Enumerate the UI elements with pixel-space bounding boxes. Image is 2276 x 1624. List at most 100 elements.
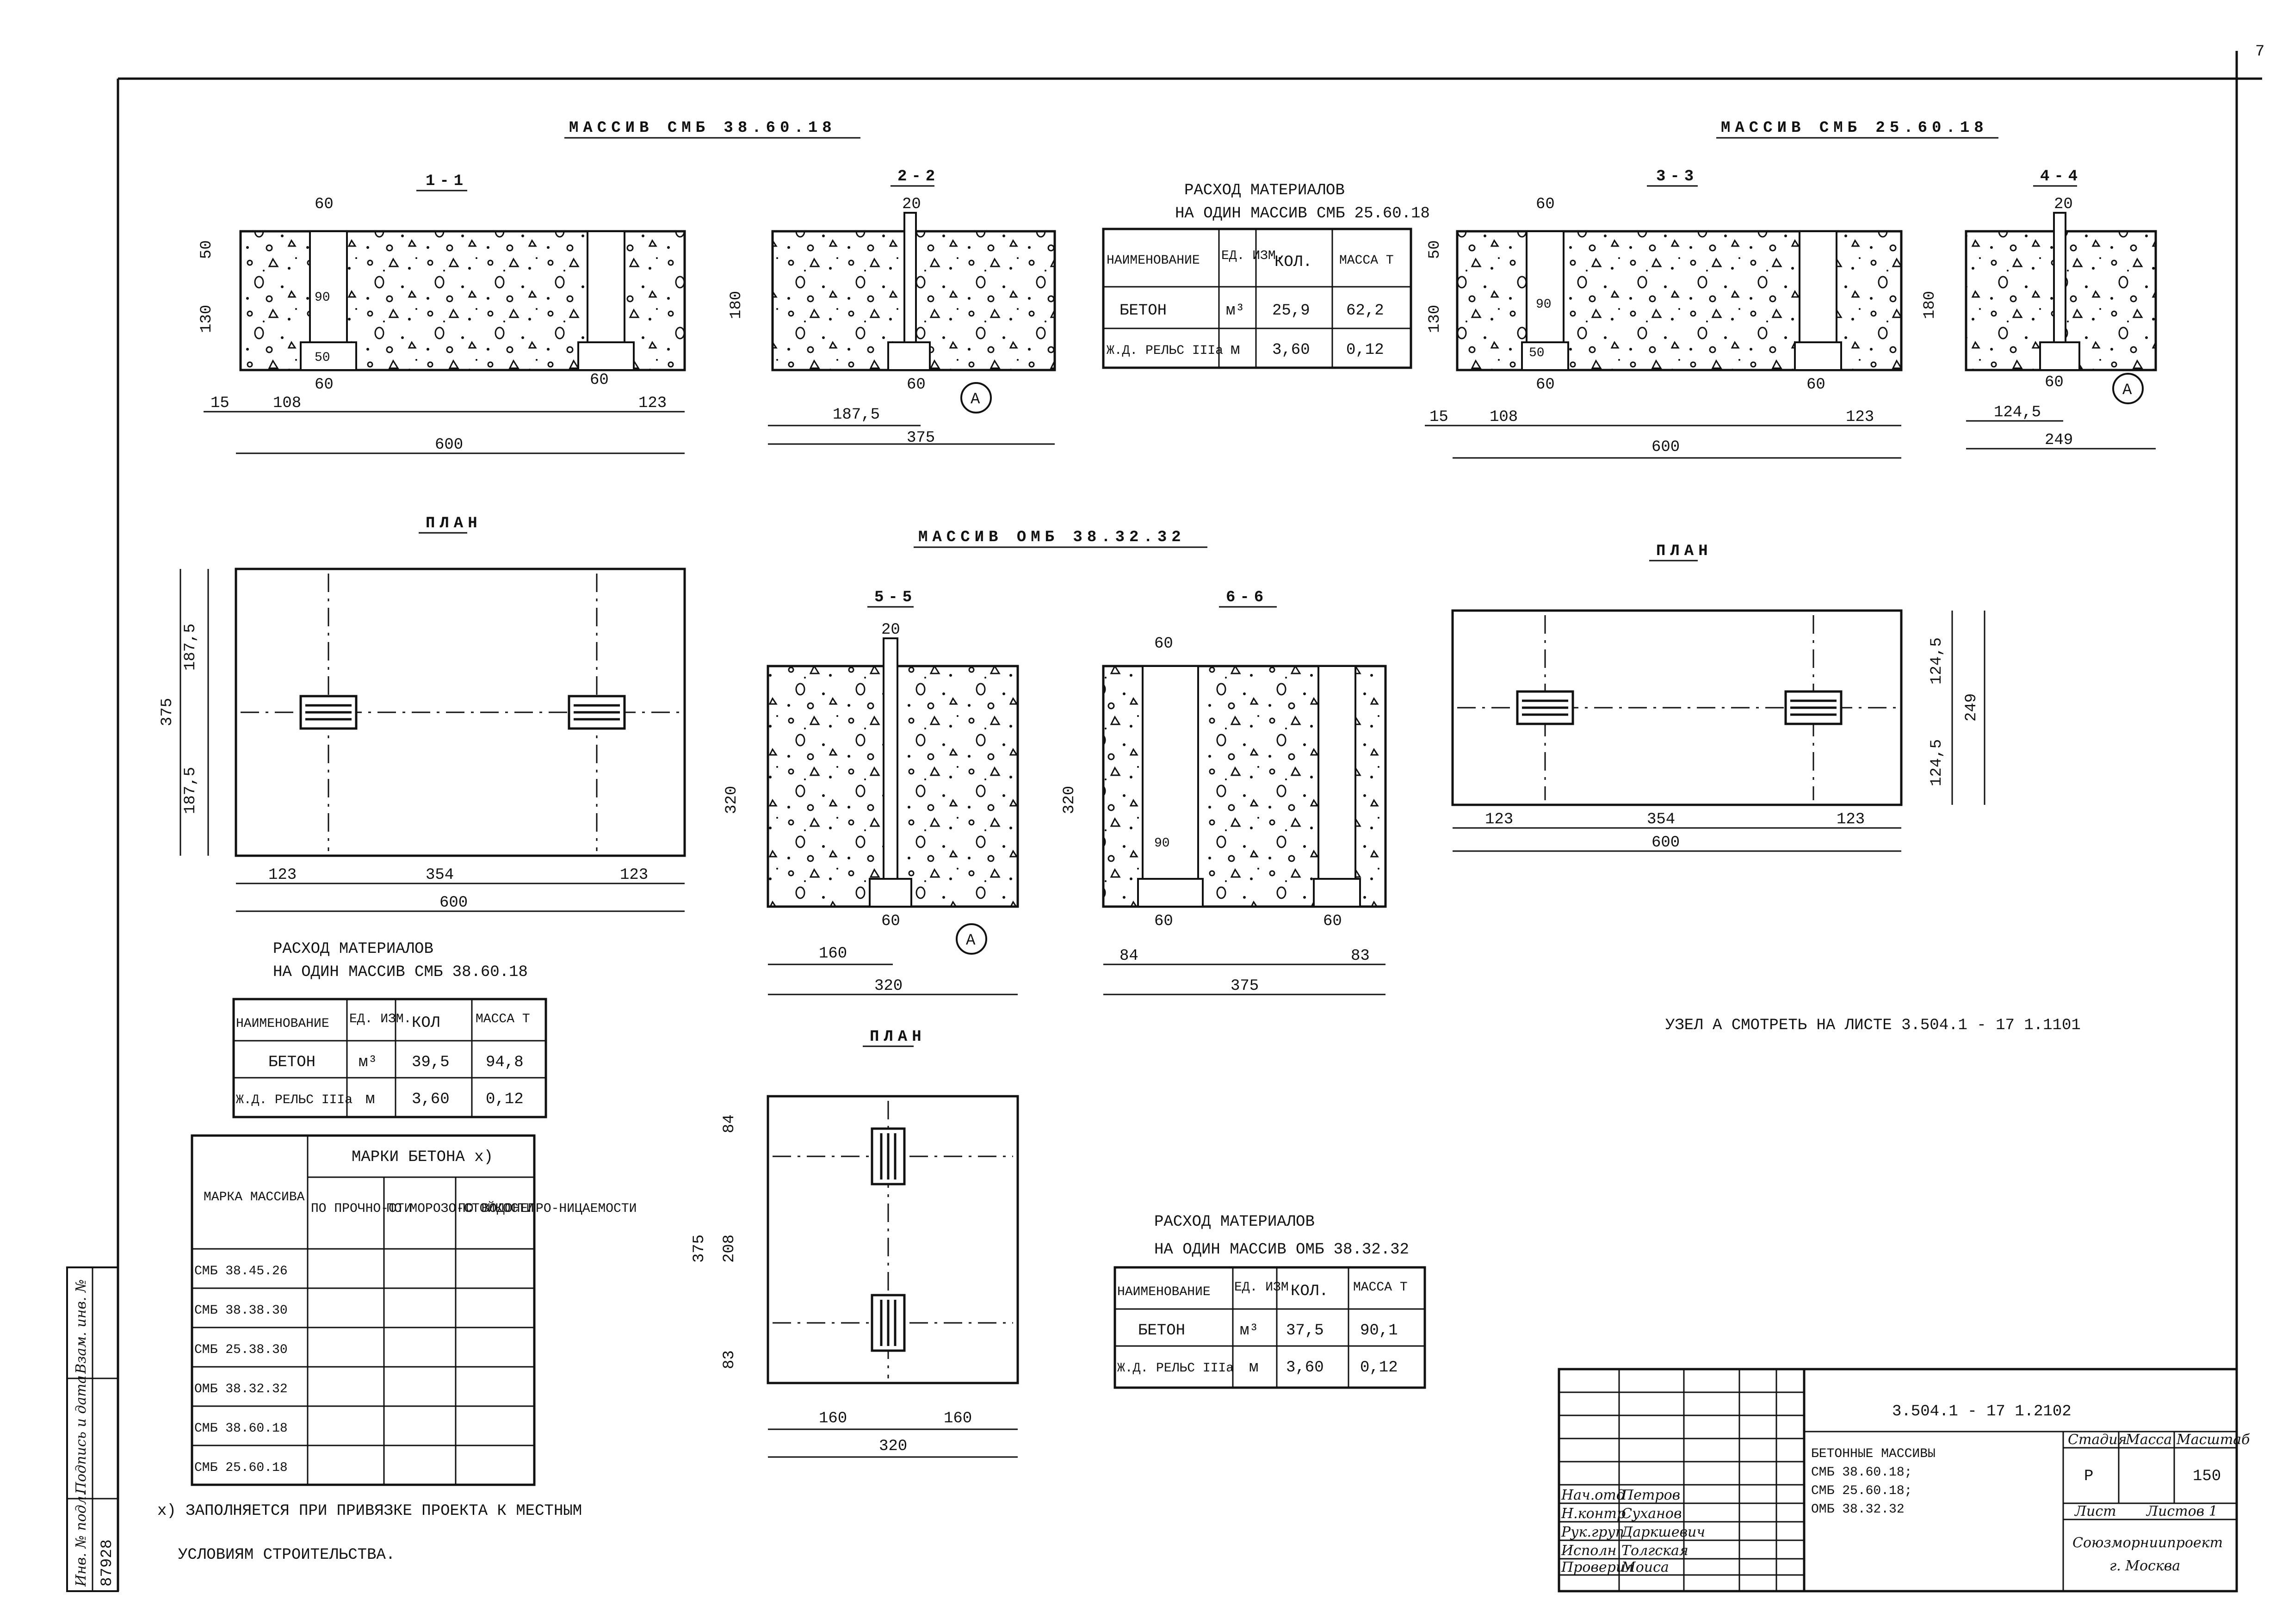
grades-h-strength: ПО ПРОЧНО-СТИ (311, 1202, 412, 1216)
page-number: 7 (2255, 43, 2264, 61)
dim-20-4: 20 (2054, 196, 2073, 213)
dim-50-1: 50 (315, 351, 330, 365)
dim-50-3: 50 (1529, 346, 1545, 360)
dim-180-v3: 180 (1921, 291, 1939, 319)
t38-r1-mass: 94,8 (486, 1054, 524, 1071)
tomb-h-mass: МАССА Т (1353, 1280, 1408, 1295)
dim-90-6: 90 (1154, 836, 1170, 851)
stamp-role-5: Проверил (1561, 1559, 1633, 1575)
stamp-scale-h: Масштаб (2176, 1432, 2250, 1448)
dim-320-v5: 320 (723, 786, 741, 814)
dim-60-top-6: 60 (1154, 635, 1173, 653)
dim-124-5-plan-b: 124,5 (1928, 739, 1946, 786)
stamp-stage: Р (2084, 1468, 2093, 1485)
side-label-2: Подпись и дата (73, 1375, 89, 1494)
t25-caption2: НА ОДИН МАССИВ СМБ 25.60.18 (1175, 205, 1430, 222)
stamp-role-3: Рук.груп (1561, 1524, 1624, 1540)
plan-label-omb: ПЛАН (870, 1028, 926, 1046)
concrete-grades-table: МАРКА МАССИВА МАРКИ БЕТОНА х) ПО ПРОЧНО-… (191, 1134, 637, 1486)
dim-84-omb: 84 (721, 1114, 738, 1133)
tomb-r2-mass: 0,12 (1360, 1359, 1398, 1377)
dim-123-3: 123 (1846, 408, 1874, 426)
dim-160-omb-a: 160 (819, 1410, 847, 1427)
section-label-3-3: 3-3 (1656, 168, 1698, 185)
stamp-stage-h: Стадия (2068, 1432, 2127, 1448)
t38-r1-qty: 39,5 (412, 1054, 450, 1071)
tomb-r1-name: БЕТОН (1138, 1322, 1185, 1340)
dim-83-omb: 83 (721, 1350, 738, 1369)
tomb-h-name: НАИМЕНОВАНИЕ (1117, 1285, 1211, 1299)
t38-r2-name: Ж.Д. РЕЛЬС IIIа (236, 1093, 353, 1107)
grades-h-frost: ПО МОРОЗО-СТОЙКОСТИ (386, 1201, 534, 1216)
stamp-sheets-h: Листов 1 (2146, 1503, 2218, 1519)
t38-r2-unit: м (365, 1091, 375, 1108)
stamp-name-1: Петров (1621, 1487, 1680, 1503)
node-a-reference: УЗЕЛ А СМОТРЕТЬ НА ЛИСТЕ 3.504.1 - 17 1.… (1665, 1017, 2081, 1034)
t38-h-qty: КОЛ (412, 1014, 440, 1032)
footnote-2: УСЛОВИЯМ СТРОИТЕЛЬСТВА. (178, 1546, 395, 1564)
grades-row-5: СМБ 38.60.18 (194, 1421, 288, 1436)
dim-15: 15 (210, 395, 229, 412)
grades-row-2: СМБ 38.38.30 (194, 1303, 288, 1318)
section-label-6-6: 6-6 (1226, 589, 1268, 606)
dim-130-v: 130 (198, 305, 216, 333)
t38-r2-mass: 0,12 (486, 1091, 524, 1108)
title-omb-38-32-32: МАССИВ ОМБ 38.32.32 (918, 529, 1186, 546)
t38-r1-unit: м³ (359, 1054, 377, 1071)
t25-h-qty: КОЛ. (1274, 253, 1312, 271)
t38-r1-name: БЕТОН (268, 1054, 315, 1071)
grades-row-4: ОМБ 38.32.32 (194, 1382, 288, 1396)
dim-90-1: 90 (315, 290, 330, 305)
dim-108-3: 108 (1490, 408, 1518, 426)
t25-r1-qty: 25,9 (1272, 302, 1310, 320)
dim-20-2: 20 (902, 196, 921, 213)
stamp-org-1: Союзморниипроект (2072, 1535, 2223, 1551)
stamp-scale: 150 (2193, 1468, 2221, 1485)
dim-83-6: 83 (1351, 947, 1370, 965)
tomb-h-qty: КОЛ. (1291, 1283, 1329, 1300)
t25-h-unit: ЕД. ИЗМ. (1221, 249, 1283, 263)
node-a-marker-2: А (2122, 382, 2132, 399)
dim-600-3: 600 (1651, 438, 1680, 456)
dim-60-bot-6b: 60 (1323, 913, 1342, 930)
dim-600: 600 (435, 436, 463, 454)
stamp-role-1: Нач.отд (1561, 1487, 1625, 1503)
grades-row-1: СМБ 38.45.26 (194, 1264, 288, 1278)
t38-h-name: НАИМЕНОВАНИЕ (236, 1017, 329, 1031)
plan-smb-38: ПЛАН 187,5 187,5 375 123 354 123 600 (159, 515, 686, 912)
grades-h-group: МАРКИ БЕТОНА х) (352, 1149, 493, 1166)
node-a-marker-1: А (971, 391, 980, 408)
node-a-marker-3: А (966, 932, 976, 950)
dim-60-top-3: 60 (1536, 196, 1555, 213)
tomb-r1-qty: 37,5 (1286, 1322, 1324, 1340)
dim-180-2: 180 (728, 291, 745, 319)
grades-h-mark: МАРКА МАССИВА (204, 1190, 305, 1204)
stamp-title-2: СМБ 38.60.18; (1811, 1465, 1912, 1480)
stamp-role-2: Н.контр (1561, 1506, 1626, 1522)
dim-375-omb: 375 (691, 1235, 708, 1263)
dim-187-5-plan-a: 187,5 (182, 624, 199, 671)
t25-r1-mass: 62,2 (1346, 302, 1384, 320)
dim-60-4: 60 (2045, 374, 2064, 391)
dim-15-3: 15 (1429, 408, 1448, 426)
dim-600-plan2: 600 (1651, 834, 1680, 852)
tomb-r2-name: Ж.Д. РЕЛЬС IIIа (1117, 1361, 1234, 1376)
materials-table-omb: РАСХОД МАТЕРИАЛОВ НА ОДИН МАССИВ ОМБ 38.… (1113, 1213, 1426, 1389)
section-4-4: 4-4 20 60 А 124,5 249 (1965, 168, 2157, 450)
side-label-3: Взам. инв. № (73, 1279, 89, 1374)
dim-187-5-plan-b: 187,5 (182, 767, 199, 814)
dim-60-bot-6a: 60 (1154, 913, 1173, 930)
footnote-1: х) ЗАПОЛНЯЕТСЯ ПРИ ПРИВЯЗКЕ ПРОЕКТА К МЕ… (157, 1502, 582, 1520)
t25-caption1: РАСХОД МАТЕРИАЛОВ (1184, 182, 1345, 199)
dim-249-plan: 249 (1963, 693, 1980, 722)
dim-375-6: 375 (1231, 977, 1259, 995)
stamp-name-3: Даркшевич (1620, 1524, 1705, 1540)
dim-84-6: 84 (1119, 947, 1138, 965)
dim-375-plan: 375 (159, 698, 176, 726)
stamp-code: 3.504.1 - 17 1.2102 (1892, 1403, 2072, 1420)
section-label-2-2: 2-2 (897, 168, 940, 185)
dim-60-top-1: 60 (315, 196, 334, 213)
plan-smb-25: ПЛАН 124,5 124,5 249 123 354 123 600 (1451, 543, 1985, 852)
plan-label-1: ПЛАН (426, 515, 482, 532)
section-1-1: 1-1 90 50 60 60 60 50 130 15 108 123 600 (198, 173, 686, 454)
